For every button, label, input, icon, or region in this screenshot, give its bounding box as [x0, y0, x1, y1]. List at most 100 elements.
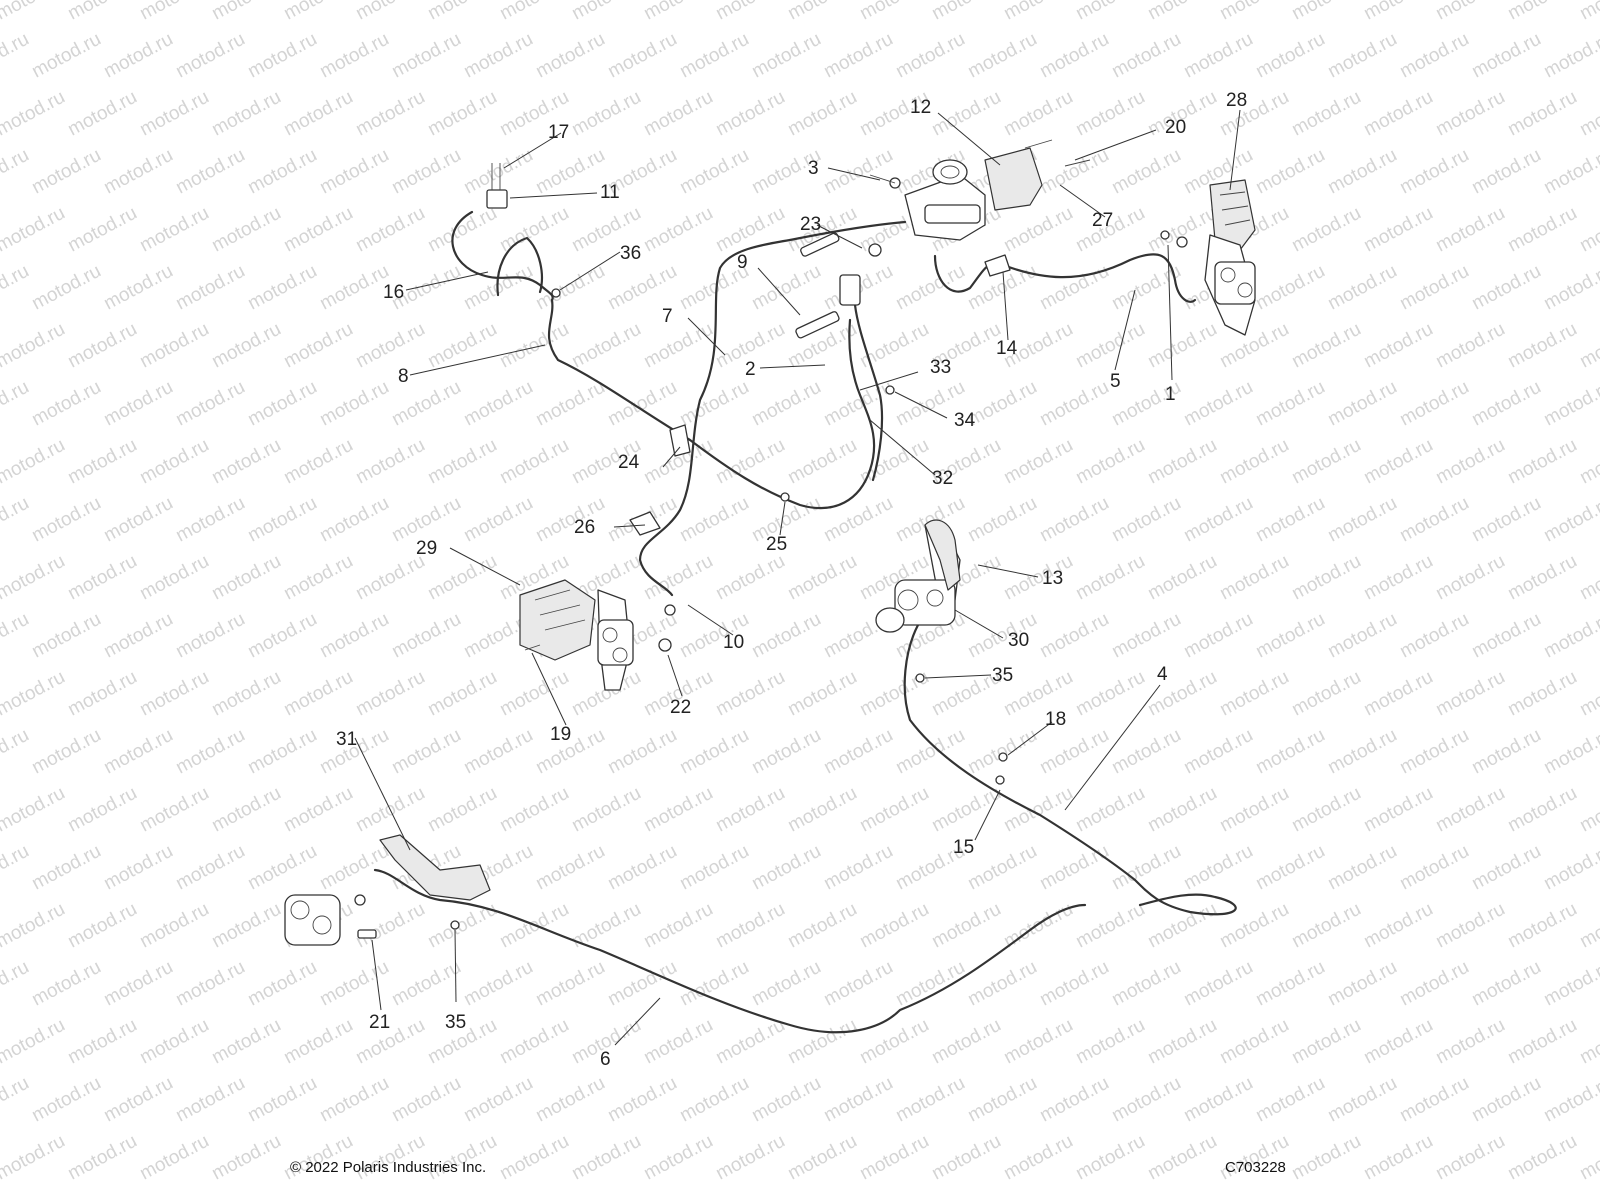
callout-35-left[interactable]: 35 — [445, 1012, 466, 1033]
callout-31[interactable]: 31 — [336, 729, 357, 750]
callout-12[interactable]: 12 — [910, 97, 931, 118]
nut-23[interactable] — [868, 243, 882, 257]
callout-22[interactable]: 22 — [670, 697, 691, 718]
washer-1[interactable] — [1160, 230, 1170, 240]
brake-line-6[interactable] — [373, 868, 1087, 1034]
brake-line-7[interactable] — [638, 238, 792, 597]
brake-hose-9[interactable] — [788, 220, 907, 242]
clip-14[interactable] — [984, 254, 1011, 277]
bolt-1[interactable] — [1176, 236, 1188, 248]
callout-26[interactable]: 26 — [574, 517, 595, 538]
callout-18[interactable]: 18 — [1045, 709, 1066, 730]
watermark-text: motod.ru — [1252, 725, 1328, 779]
bracket-26[interactable] — [629, 511, 661, 536]
bolt-22[interactable] — [658, 638, 672, 652]
callout-30[interactable]: 30 — [1008, 630, 1029, 651]
callout-17[interactable]: 17 — [548, 122, 569, 143]
callout-16[interactable]: 16 — [383, 282, 404, 303]
bracket-13[interactable] — [924, 519, 961, 591]
watermark-text: motod.ru — [1324, 261, 1400, 315]
master-cylinder-12[interactable] — [869, 147, 1043, 241]
left-brake-caliper-29[interactable] — [519, 579, 634, 691]
watermark-text: motod.ru — [1396, 377, 1472, 431]
bolt-19[interactable] — [524, 644, 541, 651]
clamp-24[interactable] — [669, 424, 691, 457]
callout-13[interactable]: 13 — [1042, 568, 1063, 589]
watermark-text: motod.ru — [1288, 783, 1364, 837]
washer-10[interactable] — [664, 604, 676, 616]
callout-32[interactable]: 32 — [932, 468, 953, 489]
watermark-text: motod.ru — [208, 1015, 284, 1069]
callout-6[interactable]: 6 — [600, 1049, 611, 1070]
callout-28[interactable]: 28 — [1226, 90, 1247, 111]
callout-2[interactable]: 2 — [745, 359, 756, 380]
clip-25[interactable] — [780, 492, 790, 502]
watermark-text: motod.ru — [64, 1131, 140, 1185]
callout-34[interactable]: 34 — [954, 410, 976, 431]
watermark-text: motod.ru — [208, 667, 284, 721]
watermark-text: motod.ru — [424, 435, 500, 489]
callout-8[interactable]: 8 — [398, 366, 409, 387]
watermark-text: motod.ru — [1576, 319, 1600, 373]
clip-35b[interactable] — [450, 920, 460, 930]
callout-1[interactable]: 1 — [1165, 384, 1176, 405]
callout-36[interactable]: 36 — [620, 243, 641, 264]
clip-36[interactable] — [551, 288, 561, 298]
watermark-text: motod.ru — [100, 1073, 176, 1127]
bolt-20[interactable] — [1064, 159, 1091, 167]
watermark-text: motod.ru — [1360, 783, 1436, 837]
heat-shield-31[interactable] — [379, 834, 491, 901]
splitter-33[interactable] — [839, 274, 861, 306]
callout-9[interactable]: 9 — [737, 252, 748, 273]
callout-24[interactable]: 24 — [618, 452, 640, 473]
watermark-text: motod.ru — [676, 145, 752, 199]
right-brake-caliper-28[interactable] — [1204, 179, 1256, 336]
callout-29[interactable]: 29 — [416, 538, 437, 559]
callout-33[interactable]: 33 — [930, 357, 951, 378]
clip-35a[interactable] — [915, 673, 925, 683]
callout-7[interactable]: 7 — [662, 306, 673, 327]
clip-15[interactable] — [995, 775, 1005, 785]
watermark-text: motod.ru — [640, 899, 716, 953]
bolt-27[interactable] — [1024, 139, 1053, 149]
callout-14[interactable]: 14 — [996, 338, 1018, 359]
watermark-text: motod.ru — [1468, 145, 1544, 199]
fitting-9[interactable] — [795, 311, 840, 339]
callout-35-right[interactable]: 35 — [992, 665, 1013, 686]
watermark-text: motod.ru — [604, 957, 680, 1011]
watermark-text: motod.ru — [1576, 203, 1600, 257]
brake-hose-32[interactable] — [853, 303, 884, 482]
callout-27[interactable]: 27 — [1092, 210, 1113, 231]
watermark-text: motod.ru — [172, 957, 248, 1011]
brake-line-5[interactable] — [993, 253, 1197, 303]
rear-left-brake-caliper-21[interactable] — [284, 894, 377, 946]
junction-block-11[interactable] — [486, 189, 508, 209]
callout-25[interactable]: 25 — [766, 534, 787, 555]
watermark-text: motod.ru — [1072, 899, 1148, 953]
callout-15[interactable]: 15 — [953, 837, 974, 858]
watermark-text: motod.ru — [424, 319, 500, 373]
callout-11[interactable]: 11 — [600, 182, 620, 203]
brake-hose-16[interactable] — [451, 210, 554, 302]
watermark-text: motod.ru — [1396, 261, 1472, 315]
watermark-text: motod.ru — [280, 435, 356, 489]
callout-21[interactable]: 21 — [369, 1012, 390, 1033]
callout-23[interactable]: 23 — [800, 214, 821, 235]
watermark-text: motod.ru — [1000, 87, 1076, 141]
watermark-text: motod.ru — [0, 1073, 33, 1127]
callout-3[interactable]: 3 — [808, 158, 819, 179]
callout-19[interactable]: 19 — [550, 724, 571, 745]
watermark-text: motod.ru — [676, 493, 752, 547]
callout-4[interactable]: 4 — [1157, 664, 1168, 685]
watermark-text: motod.ru — [1504, 203, 1580, 257]
clip-18[interactable] — [998, 752, 1008, 762]
callout-20[interactable]: 20 — [1165, 117, 1186, 138]
callout-5[interactable]: 5 — [1110, 371, 1121, 392]
brake-line-4[interactable] — [903, 623, 1237, 916]
callout-10[interactable]: 10 — [723, 632, 744, 653]
washer-34[interactable] — [885, 385, 895, 395]
watermark-text: motod.ru — [1000, 435, 1076, 489]
watermark-text: motod.ru — [892, 957, 968, 1011]
watermark-text: motod.ru — [1216, 1131, 1292, 1185]
